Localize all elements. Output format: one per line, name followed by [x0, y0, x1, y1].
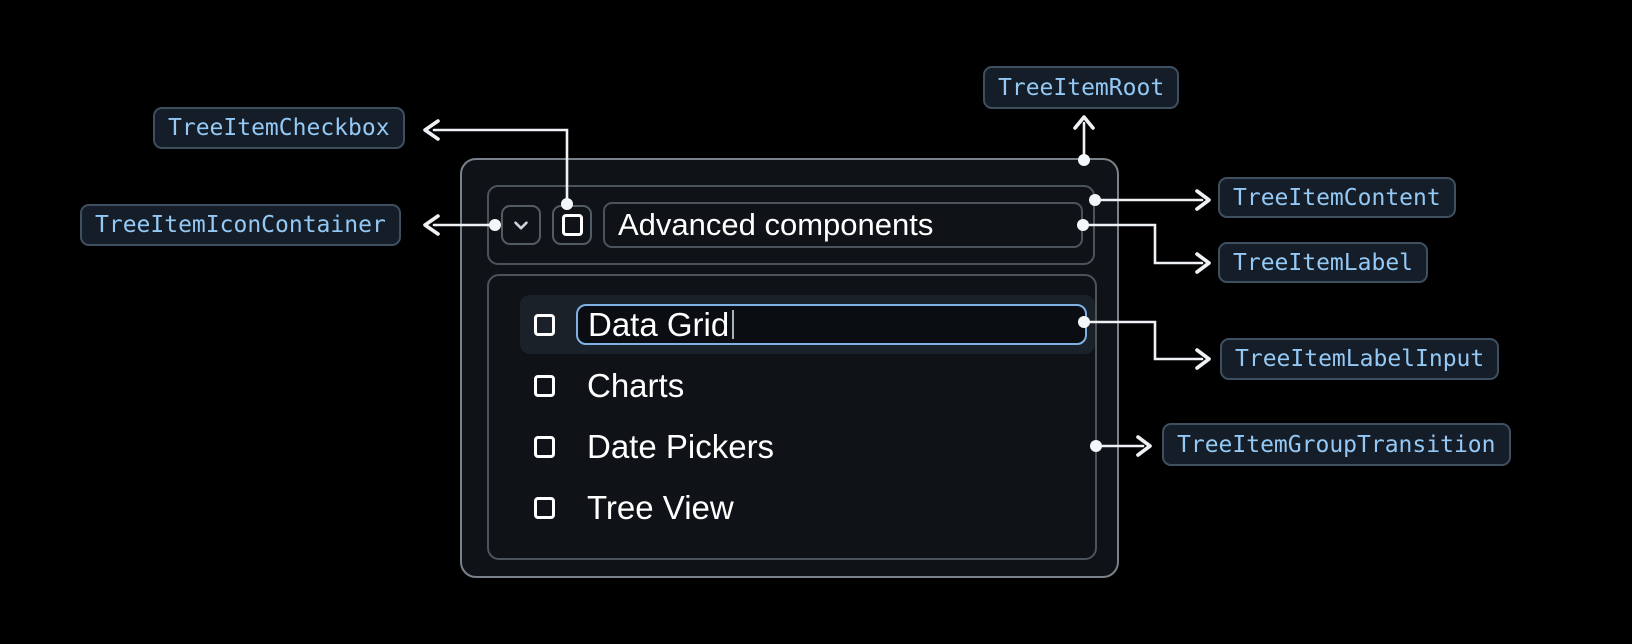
annotation-tree-item-root: TreeItemRoot	[983, 66, 1180, 109]
tree-row[interactable]: Tree View	[520, 478, 1095, 537]
arrowhead-right-icon	[1195, 348, 1211, 370]
checkbox-unchecked-icon[interactable]	[534, 435, 555, 458]
annotation-tree-item-icon-container: TreeItemIconContainer	[80, 204, 401, 246]
annotation-tree-item-group-transition: TreeItemGroupTransition	[1162, 423, 1511, 466]
tree-item-group-transition: Data Grid Charts Date Pickers Tree View	[487, 274, 1097, 560]
tree-row-editing[interactable]: Data Grid	[520, 295, 1095, 354]
tree-item-label-text: Tree View	[587, 488, 734, 526]
chevron-down-icon	[514, 221, 528, 230]
tree-item-label-text: Charts	[587, 366, 685, 404]
annotation-tree-item-label: TreeItemLabel	[1218, 242, 1429, 283]
tree-item-content: Advanced components	[487, 185, 1095, 265]
tree-item-label-text: Advanced components	[618, 207, 934, 242]
arrowhead-left-icon	[423, 214, 440, 236]
tree-item-label[interactable]: Advanced components	[603, 202, 1083, 248]
label-input-value: Data Grid	[588, 305, 730, 343]
arrowhead-right-icon	[1195, 252, 1211, 274]
tree-row[interactable]: Charts	[520, 356, 1095, 415]
annotation-tree-item-content: TreeItemContent	[1218, 177, 1456, 218]
checkbox-unchecked-icon[interactable]	[534, 374, 555, 397]
checkbox-unchecked-icon[interactable]	[534, 313, 555, 336]
arrowhead-right-icon	[1195, 189, 1211, 211]
checkbox-unchecked-icon[interactable]	[534, 496, 555, 519]
tree-item-checkbox[interactable]	[552, 205, 592, 245]
annotation-tree-item-label-input: TreeItemLabelInput	[1220, 338, 1500, 380]
arrowhead-right-icon	[1136, 435, 1152, 457]
tree-item-label-input[interactable]: Data Grid	[576, 304, 1087, 345]
tree-item-root: Advanced components Data Grid Charts Dat…	[460, 158, 1119, 578]
text-cursor	[732, 310, 735, 339]
checkbox-unchecked-icon	[561, 214, 583, 236]
tree-row[interactable]: Date Pickers	[520, 417, 1095, 476]
annotation-tree-item-checkbox: TreeItemCheckbox	[153, 107, 405, 149]
tree-item-icon-container[interactable]	[501, 205, 541, 245]
tree-item-label-text: Date Pickers	[587, 427, 775, 465]
arrowhead-left-icon	[423, 119, 440, 141]
arrowhead-up-icon	[1073, 115, 1095, 130]
